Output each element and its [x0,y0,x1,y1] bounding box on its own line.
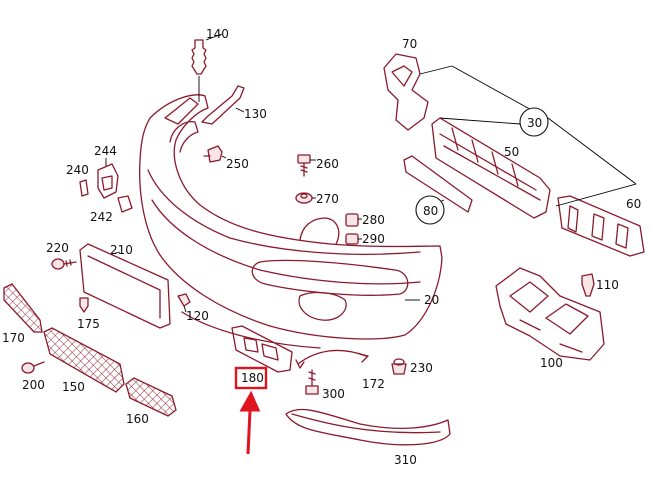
bracket-60 [557,195,645,257]
label-310: 310 [394,453,417,467]
label-290: 290 [362,232,385,246]
grille-160 [125,377,177,417]
label-200: 200 [22,378,45,392]
absorber-50 [431,117,551,219]
label-175: 175 [77,317,100,331]
label-170: 170 [2,331,25,345]
label-20: 20 [424,293,439,307]
label-210: 210 [110,243,133,257]
label-70: 70 [402,37,417,51]
label-280: 280 [362,213,385,227]
license-plate-210 [79,243,171,329]
part-labels: 140 130 250 260 270 280 290 244 240 242 … [2,27,641,467]
screw-200 [21,361,45,374]
label-250: 250 [226,157,249,171]
label-260: 260 [316,157,339,171]
bracket-70 [383,53,429,131]
callout-lines [419,65,637,209]
grille-170 [3,283,43,333]
label-230: 230 [410,361,433,375]
strip-80 [403,155,473,213]
label-50: 50 [504,145,519,159]
cable-172 [295,349,369,369]
label-240: 240 [66,163,89,177]
highlight-180 [234,366,268,455]
label-270: 270 [316,192,339,206]
label-130: 130 [244,107,267,121]
label-120: 120 [186,309,209,323]
fog-frame-180[interactable] [231,325,293,373]
label-300: 300 [322,387,345,401]
label-30: 30 [527,116,542,130]
label-172: 172 [362,377,385,391]
spacer-280 [345,213,362,227]
label-80: 80 [423,204,438,218]
clip-175 [79,297,89,313]
label-140: 140 [206,27,229,41]
clip-120 [177,293,191,313]
screw-300 [305,369,319,395]
callout-80 [415,195,445,225]
clip-140 [191,33,223,102]
label-100: 100 [540,356,563,370]
clip-110 [581,273,595,297]
bracket-100 [495,267,605,361]
bolt-250 [203,145,227,163]
nut-270 [295,192,316,204]
label-160: 160 [126,412,149,426]
screw-220 [51,258,77,270]
bumper-cover [139,94,443,349]
spacer-290 [345,233,362,245]
label-220: 220 [46,241,69,255]
grille-150 [43,327,125,393]
label-244: 244 [94,144,117,158]
screw-260 [297,154,316,177]
label-150: 150 [62,380,85,394]
bracket-130 [201,85,245,125]
label-180: 180 [241,371,264,385]
label-242: 242 [90,210,113,224]
bracket-240-group [79,158,133,213]
callout-30 [519,107,549,137]
nut-230 [391,358,407,375]
bracket-upper-left [164,97,199,125]
label-60: 60 [626,197,641,211]
trim-310 [285,408,451,446]
label-110: 110 [596,278,619,292]
